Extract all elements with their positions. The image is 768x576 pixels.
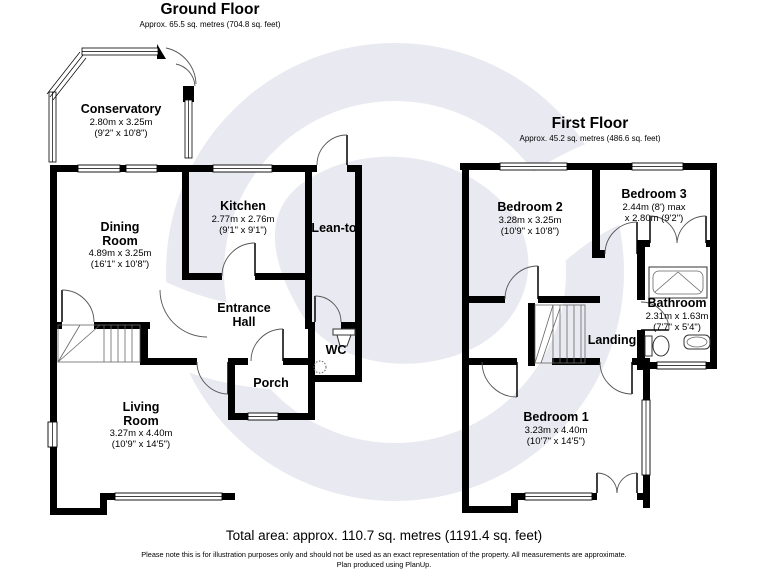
room-label-porch: Porch [253,376,289,391]
room-name: Bedroom 3 [621,187,687,201]
credit-text: Plan produced using PlanUp. [336,560,432,569]
room-label-conservatory: Conservatory 2.80m x 3.25m (9'2" x 10'8"… [80,102,162,139]
room-size-metric: 4.89m x 3.25m [88,248,152,259]
room-name: Landing [587,333,637,347]
total-area-text: Total area: approx. 110.7 sq. metres (11… [225,528,543,543]
room-label-bathroom: Bathroom 2.31m x 1.63m (7'7" x 5'4") [645,296,709,333]
door-arc [61,47,348,395]
floor-subtitle: Approx. 65.5 sq. metres (704.8 sq. feet) [139,19,281,29]
room-name: Dining Room [100,220,140,248]
room-size-metric: 3.27m x 4.40m [109,428,173,439]
ground-floor-header: Ground Floor Approx. 65.5 sq. metres (70… [139,1,281,29]
room-label-bedroom-2: Bedroom 2 3.28m x 3.25m (10'9" x 10'8") [497,200,563,237]
room-size-metric: 3.23m x 4.40m [524,424,588,436]
room-name: Living Room [122,400,160,428]
room-size-imperial: (7'7" x 5'4") [653,321,701,333]
room-size-imperial: (10'9" x 10'8") [500,225,560,237]
room-size-metric: 2.31m x 1.63m [645,310,709,322]
room-name: Entrance Hall [217,301,271,329]
room-label-dining-room: Dining Room 4.89m x 3.25m (16'1" x 10'8"… [88,220,152,271]
room-label-kitchen: Kitchen 2.77m x 2.76m (9'1" x 9'1") [211,199,275,236]
room-name: Bathroom [647,296,707,310]
wall [50,44,362,515]
first-floor-header: First Floor Approx. 45.2 sq. metres (486… [519,115,661,143]
bathtub-icon [648,266,708,299]
room-size-imperial: (9'1" x 9'1") [219,224,267,236]
room-label-entrance-hall: Entrance Hall [211,301,277,329]
room-size-metric: 2.44m (8') max [622,201,686,213]
room-size-imperial: (16'1" x 10'8") [90,259,150,271]
disclaimer-text: Please note this is for illustration pur… [141,550,627,559]
first-floor-plan [460,162,717,513]
room-size-imperial: (10'9" x 14'5") [111,439,171,451]
room-name: Kitchen [220,199,266,213]
door-leaf-icon [157,44,166,59]
room-label-bedroom-1: Bedroom 1 3.23m x 4.40m (10'7" x 14'5") [523,410,589,447]
room-name: Lean-to [311,221,357,235]
wc-sink-icon [332,328,356,347]
wc-toilet-icon [313,360,327,374]
room-label-bedroom-3: Bedroom 3 2.44m (8') max x 2.80m (9'2") [621,187,687,224]
room-size-metric: 3.28m x 3.25m [498,214,562,226]
room-size-metric: 2.80m x 3.25m [89,116,153,128]
sink-icon [683,334,711,350]
toilet-icon [644,335,670,357]
stairs-icon [57,324,141,363]
room-name: WC [325,343,347,357]
floor-subtitle: Approx. 45.2 sq. metres (486.6 sq. feet) [519,133,661,143]
room-label-wc: WC [325,343,347,358]
room-name: Bedroom 1 [523,410,589,424]
stairs-icon [534,304,586,364]
room-size-imperial: (10'7" x 14'5") [526,435,586,447]
window [499,162,707,501]
conservatory-glazing [46,47,193,163]
room-size-metric: 2.77m x 2.76m [211,213,275,225]
room-name: Porch [253,376,289,390]
wall [460,163,717,513]
window [47,164,279,501]
floor-title: Ground Floor [160,1,260,18]
room-label-landing: Landing [587,333,637,348]
room-size-imperial: x 2.80m (9'2") [624,212,684,224]
door-arc [481,215,707,494]
room-label-lean-to: Lean-to [311,221,357,236]
ground-floor-plan [46,44,362,515]
room-name: Conservatory [80,102,162,116]
room-label-living-room: Living Room 3.27m x 4.40m (10'9" x 14'5"… [109,400,173,451]
room-name: Bedroom 2 [497,200,563,214]
room-size-imperial: (9'2" x 10'8") [94,127,148,139]
floor-title: First Floor [551,115,629,132]
